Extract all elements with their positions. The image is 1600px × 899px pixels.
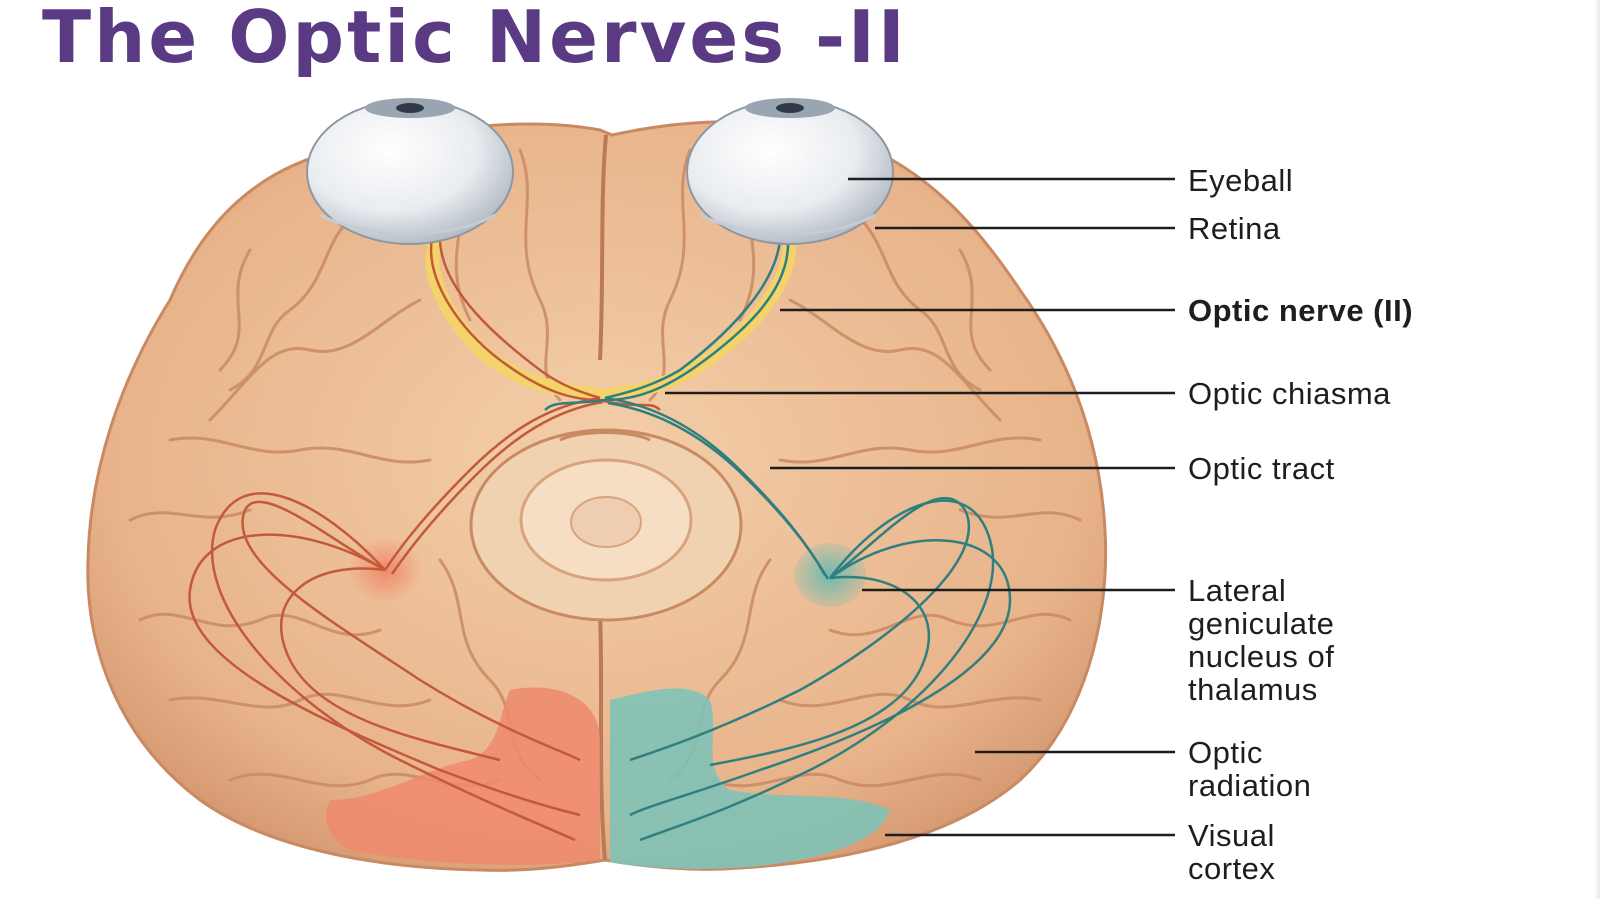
label-optic-tract: Optic tract [1188, 451, 1335, 486]
label-retina: Retina [1188, 211, 1281, 246]
label-lateral-geniculate-nucleus: Lateral geniculate nucleus of thalamus [1188, 573, 1335, 707]
page-title: The Optic Nerves -II [42, 0, 908, 79]
right-eyeball [686, 98, 894, 245]
leader-lines [665, 177, 1175, 837]
label-eyeball: Eyeball [1188, 163, 1294, 198]
longitudinal-fissure [598, 134, 608, 361]
brainstem [469, 428, 743, 622]
right-lgn [794, 543, 866, 607]
left-visual-pathway [188, 237, 661, 842]
slide-edge [1594, 0, 1600, 899]
label-optic-radiation: Optic radiation [1188, 735, 1312, 803]
posterior-fissure [598, 609, 607, 861]
right-visual-pathway [544, 239, 1012, 842]
label-optic-nerve: Optic nerve (II) [1188, 293, 1414, 328]
label-optic-chiasma: Optic chiasma [1188, 376, 1391, 411]
right-visual-cortex [610, 688, 890, 869]
label-visual-cortex: Visual cortex [1188, 818, 1276, 886]
left-eyeball [306, 98, 514, 245]
